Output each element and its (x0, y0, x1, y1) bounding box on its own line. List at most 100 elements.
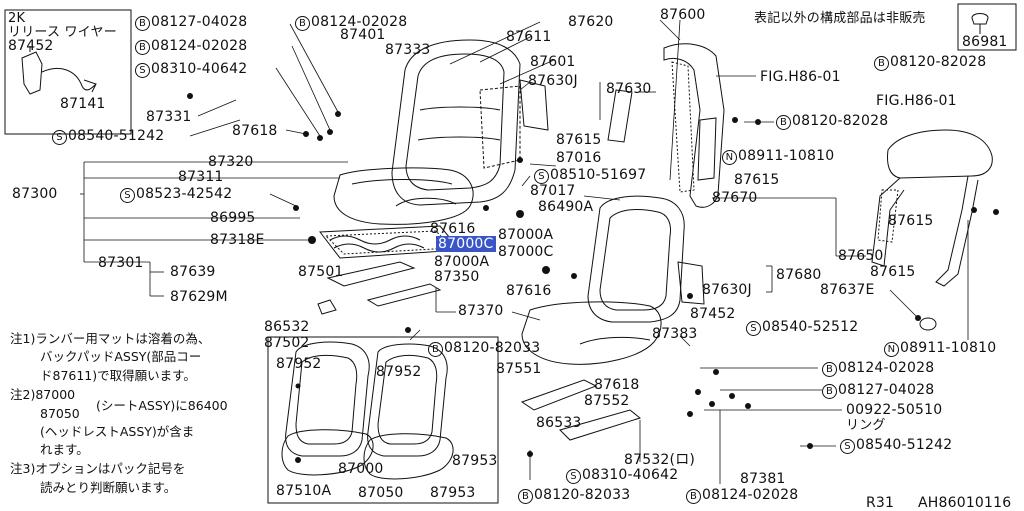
part-label-87000a-a[interactable]: 87000A (498, 227, 554, 243)
part-label-87000a-b[interactable]: 87000A (434, 254, 490, 270)
part-86981-drawing (971, 13, 989, 25)
part-label-87680[interactable]: 87680 (776, 267, 822, 283)
seat-assy-box (267, 336, 499, 504)
part-label-87618-top[interactable]: 87618 (232, 123, 278, 139)
part-label-87141[interactable]: 87141 (60, 96, 106, 112)
part-label-87318e[interactable]: 87318E (210, 232, 265, 248)
part-label-87615-c[interactable]: 87615 (888, 213, 934, 229)
part-label-87953-a[interactable]: 87953 (452, 453, 498, 469)
part-label-87320[interactable]: 87320 (208, 154, 254, 170)
part-label-87620[interactable]: 87620 (568, 14, 614, 30)
note-2-line4: (ヘッドレストASSY)が含ま (40, 424, 195, 439)
part-label-87050[interactable]: 87050 (358, 485, 404, 501)
part-label-87650[interactable]: 87650 (838, 248, 884, 264)
part-label-87629m[interactable]: 87629M (170, 289, 228, 305)
part-label-87501[interactable]: 87501 (298, 264, 344, 280)
note-2-line5: れます。 (40, 442, 89, 457)
part-label-87952-b[interactable]: 87952 (376, 364, 422, 380)
bolt-b-icon: B (518, 489, 533, 504)
bolt-b-icon: B (428, 342, 443, 357)
part-label-00922-50510[interactable]: 00922-50510 (846, 402, 943, 418)
part-label-87615-b[interactable]: 87615 (734, 172, 780, 188)
part-label-87551[interactable]: 87551 (496, 361, 542, 377)
fig-ref-h86-01-b[interactable]: FIG.H86-01 (876, 93, 957, 109)
part-label-87311[interactable]: 87311 (178, 169, 224, 185)
part-label-87301[interactable]: 87301 (98, 255, 144, 271)
part-label-87630j-top[interactable]: 87630J (528, 73, 578, 89)
note-3-line2: 読みとり判断願います。 (40, 480, 177, 495)
part-label-87350[interactable]: 87350 (434, 269, 480, 285)
part-label-87502[interactable]: 87502 (264, 335, 310, 351)
part-label-86490a[interactable]: 86490A (538, 199, 594, 215)
part-label-86995[interactable]: 86995 (210, 210, 256, 226)
part-label-87630j-b[interactable]: 87630J (702, 282, 752, 298)
nut-n-icon: N (722, 150, 737, 165)
part-label-87401[interactable]: 87401 (340, 27, 386, 43)
part-label-87333[interactable]: 87333 (385, 42, 431, 58)
part-label-87016[interactable]: 87016 (556, 150, 602, 166)
part-label-87637e[interactable]: 87637E (820, 282, 875, 298)
part-label-87000-box[interactable]: 87000 (338, 461, 384, 477)
bolt-b-icon: B (135, 16, 150, 31)
part-label-87670[interactable]: 87670 (712, 190, 758, 206)
part-label-87630-top[interactable]: 87630 (606, 81, 652, 97)
part-label-87611[interactable]: 87611 (506, 29, 552, 45)
note-1-line2: バックパッドASSY(部品コー (40, 349, 202, 364)
part-label-86981[interactable]: 86981 (962, 34, 1008, 50)
part-label-87639[interactable]: 87639 (170, 264, 216, 280)
part-label-87017[interactable]: 87017 (530, 183, 576, 199)
part-label-87615-d[interactable]: 87615 (870, 264, 916, 280)
part-label-87601[interactable]: 87601 (530, 54, 576, 70)
part-label-87452[interactable]: 87452 (690, 306, 736, 322)
note-2-line1: 注2)87000 (10, 387, 76, 402)
part-label-87532[interactable]: 87532(ロ) (624, 452, 696, 468)
part-label-86533[interactable]: 86533 (536, 415, 582, 431)
part-label-87370[interactable]: 87370 (458, 303, 504, 319)
part-label-87618-b[interactable]: 87618 (594, 377, 640, 393)
part-label-87953-b[interactable]: 87953 (430, 485, 476, 501)
footer-figure-code: AH86010116 (918, 495, 1012, 511)
screw-s-icon: S (534, 169, 549, 184)
part-label-87952-a[interactable]: 87952 (276, 356, 322, 372)
part-label-87000c-b[interactable]: 87000C (498, 244, 554, 260)
part-label-87615-a[interactable]: 87615 (556, 132, 602, 148)
part-label-87552[interactable]: 87552 (584, 393, 630, 409)
part-label-87616-a[interactable]: 87616 (430, 221, 476, 237)
part-label-86532[interactable]: 86532 (264, 319, 310, 335)
part-label-87383[interactable]: 87383 (652, 326, 698, 342)
bolt-b-icon: B (776, 115, 791, 130)
fig-ref-h86-01-a[interactable]: FIG.H86-01 (760, 69, 841, 85)
part-label-87510a[interactable]: 87510A (276, 483, 332, 499)
bolt-b-icon: B (822, 362, 837, 377)
screw-s-icon: S (52, 130, 67, 145)
part-label-87000c-highlighted[interactable]: 87000C (436, 236, 496, 252)
part-label-87452-inset[interactable]: 87452 (8, 38, 54, 54)
part-label-87300[interactable]: 87300 (12, 186, 58, 202)
ring-label: リング (846, 418, 886, 433)
note-2-line2: (シートASSY)に86400 (96, 398, 228, 413)
part-label-87600[interactable]: 87600 (660, 7, 706, 23)
part-label-87616-b[interactable]: 87616 (506, 283, 552, 299)
part-label-87331[interactable]: 87331 (146, 109, 192, 125)
part-label-87381[interactable]: 87381 (740, 471, 786, 487)
